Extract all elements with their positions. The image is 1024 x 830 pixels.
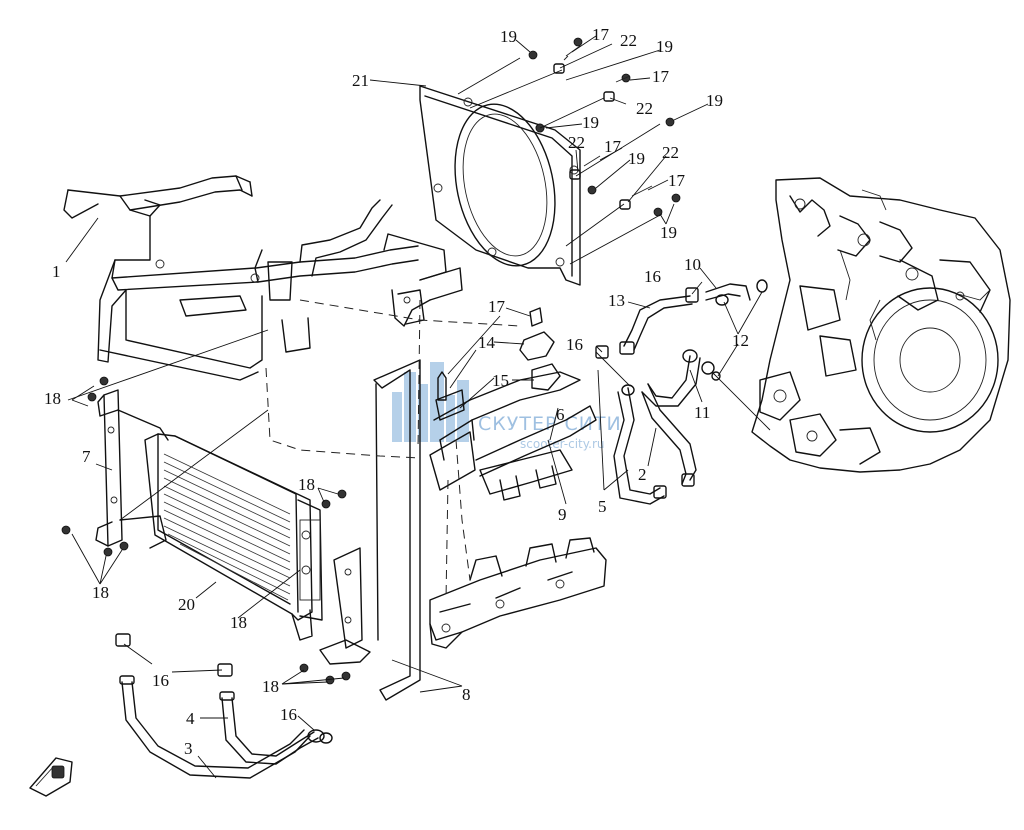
callout-22d: 22: [662, 143, 679, 162]
callout-19a: 19: [500, 27, 517, 46]
callout-17e: 17: [488, 297, 506, 316]
screw-icon: [563, 45, 653, 197]
callout-19e: 19: [628, 149, 645, 168]
callout-15: 15: [492, 371, 509, 390]
callout-18d: 18: [230, 613, 247, 632]
bolt-icon: [299, 489, 351, 685]
callout-16d: 16: [280, 705, 297, 724]
callout-17c: 17: [604, 137, 622, 156]
callout-22b: 22: [636, 99, 653, 118]
callout-12a: 12: [732, 331, 749, 350]
callout-10: 10: [684, 255, 701, 274]
callout-20: 20: [178, 595, 195, 614]
callout-7: 7: [82, 447, 91, 466]
alignment-lines: [265, 299, 521, 601]
radiator-part: [144, 433, 323, 641]
callout-16c: 16: [152, 671, 169, 690]
callout-22a: 22: [620, 31, 637, 50]
callout-19d: 19: [706, 91, 723, 110]
callout-19f: 19: [660, 223, 677, 242]
callout-16a: 16: [644, 267, 661, 286]
callout-16b: 16: [566, 335, 583, 354]
callout-2: 2: [638, 465, 647, 484]
callout-5: 5: [598, 497, 607, 516]
radiator-fins: [163, 453, 291, 601]
nut-icon: [553, 63, 631, 210]
callout-19c: 19: [582, 113, 599, 132]
callout-4: 4: [186, 709, 195, 728]
hose-parts: [115, 279, 768, 779]
callout-17a: 17: [592, 25, 610, 44]
manifold-part: [429, 307, 597, 501]
engine-part: [751, 177, 1011, 473]
watermark-url: scooter-city.ru: [520, 437, 605, 451]
callout-18c: 18: [298, 475, 315, 494]
fasteners-top: [457, 37, 681, 265]
callout-11: 11: [694, 403, 710, 422]
callout-17b: 17: [652, 67, 670, 86]
callout-17d: 17: [668, 171, 686, 190]
front-direction-icon: [29, 757, 73, 797]
callout-labels: 1 2 3 4 5 6 7 8 9 10 11 12 12 13 14 15 1…: [44, 25, 749, 758]
callout-6: 6: [556, 405, 565, 424]
bracket-left-part: [61, 376, 169, 557]
callout-19b: 19: [656, 37, 673, 56]
callout-18b: 18: [92, 583, 109, 602]
callout-1: 1: [52, 262, 61, 281]
callout-8: 8: [462, 685, 471, 704]
callout-9: 9: [558, 505, 567, 524]
callout-18a: 18: [44, 389, 61, 408]
callout-18e: 18: [262, 677, 279, 696]
callout-14: 14: [478, 333, 496, 352]
lower-frame-part: [429, 537, 607, 649]
callout-21: 21: [352, 71, 369, 90]
bolt-icon: [61, 376, 129, 557]
callout-3: 3: [184, 739, 193, 758]
fan-shroud-part: [419, 85, 581, 286]
leader-lines: [65, 35, 771, 779]
callout-13: 13: [608, 291, 625, 310]
watermark-brand: СКУТЕР СИТИ: [478, 413, 622, 435]
frame-part: [63, 175, 463, 381]
callout-22c: 22: [568, 133, 585, 152]
